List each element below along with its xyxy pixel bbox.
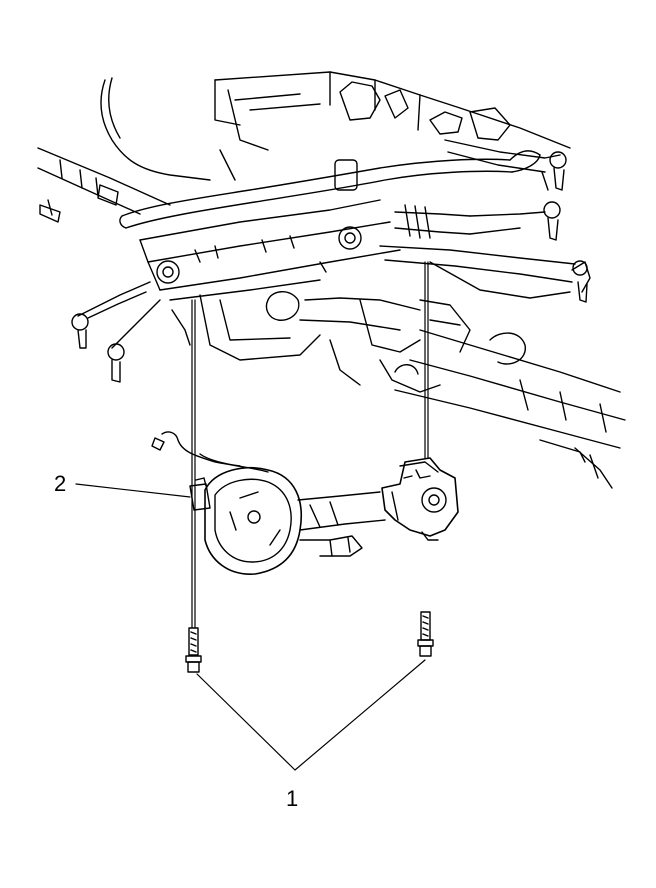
upper-control-arm	[444, 139, 567, 191]
callout-leader-2	[75, 483, 191, 498]
frame-rail-left	[37, 147, 171, 223]
steering-gear	[394, 201, 561, 241]
callout-leader-1	[196, 659, 426, 771]
stabilizer-bar	[119, 150, 541, 229]
wiring-harness-upper	[100, 77, 236, 181]
lower-control-arm-right	[379, 245, 591, 303]
alignment-guide-right	[424, 261, 429, 459]
mounting-bolt-right	[417, 611, 434, 657]
differential-wiring-harness	[151, 431, 269, 473]
alignment-guide-left	[191, 299, 196, 629]
frame-crossmember-upper	[214, 71, 571, 151]
mounting-bolt-left	[185, 627, 202, 673]
front-crossmember	[139, 199, 401, 301]
left-tie-rod	[71, 281, 191, 383]
frame-rail-right	[394, 329, 626, 489]
callout-number-differential: 2	[54, 471, 66, 496]
callout-number-bolts: 1	[286, 786, 298, 811]
engine-mount-area	[199, 291, 526, 393]
front-differential	[189, 457, 459, 575]
